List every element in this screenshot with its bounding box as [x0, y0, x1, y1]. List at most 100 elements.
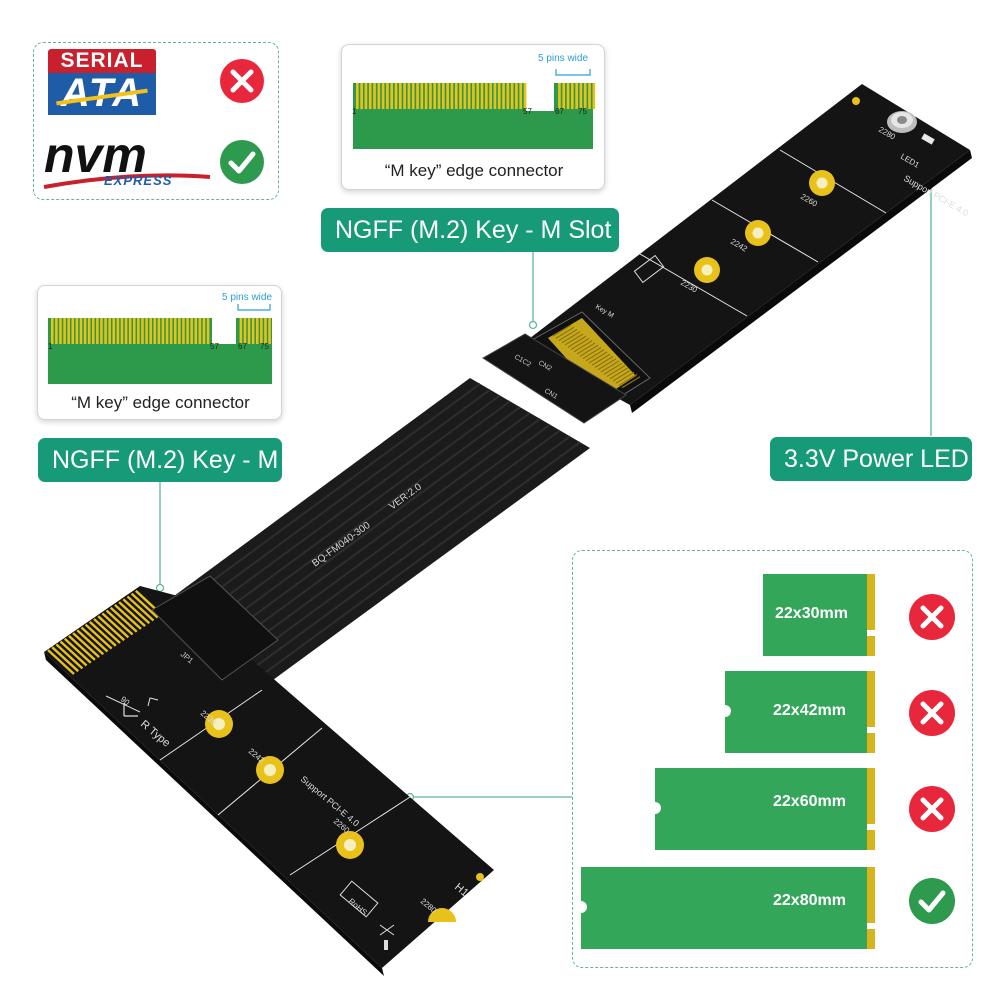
tag-key-m: NGFF (M.2) Key - M: [38, 438, 282, 482]
gold-pin: [394, 83, 398, 109]
pin-number-67: 67: [555, 107, 564, 116]
gold-pin: [174, 318, 177, 344]
sata-logo: SERIAL ATA: [48, 49, 156, 115]
gold-pin: [268, 318, 271, 344]
gold-pin: [157, 318, 161, 344]
gold-pin: [592, 83, 596, 109]
gold-pin: [420, 83, 424, 109]
edge-connector-card-left: 5 pins wide 1 57 67 75 “M key” edge conn…: [37, 285, 282, 420]
gold-pin: [424, 83, 428, 109]
gold-pin: [368, 83, 372, 109]
ssd-22x42: 22x42mm: [719, 671, 879, 753]
ssd-22x60: 22x60mm: [649, 768, 879, 850]
gold-pin: [575, 83, 578, 109]
pin-number-75: 75: [578, 107, 587, 116]
gold-pin: [360, 83, 363, 109]
edge-connector-caption-left: “M key” edge connector: [71, 393, 250, 412]
nvme-logo: nvm EXPRESS: [42, 127, 212, 195]
pin-number-1-left: 1: [48, 342, 53, 351]
gold-pin: [459, 83, 462, 109]
gold-pin: [558, 83, 561, 109]
gold-pin: [186, 318, 189, 344]
gold-pin: [83, 318, 87, 344]
gold-pin: [566, 83, 570, 109]
gold-pin: [153, 318, 157, 344]
gold-pin: [137, 318, 140, 344]
ssd-label-22x80: 22x80mm: [773, 892, 846, 909]
m2-slot: [531, 311, 651, 409]
slot-cable-housing: [482, 333, 627, 424]
gold-pin: [178, 318, 181, 344]
pin-number-57-left: 57: [210, 342, 219, 351]
gold-pin: [446, 83, 449, 109]
gold-pin: [104, 318, 107, 344]
flex-cable: BQ-FM040-300 VER:2.0: [155, 378, 590, 688]
nvme-logo-main: nvm: [44, 127, 147, 183]
gold-pin: [579, 83, 583, 109]
gold-pin: [472, 83, 475, 109]
pins-wide-label-left: 5 pins wide: [222, 292, 273, 303]
gold-pin: [429, 83, 432, 109]
gold-pin: [480, 83, 484, 109]
ssd-label-22x30: 22x30mm: [775, 605, 848, 622]
gold-pin: [247, 318, 251, 344]
gold-pin: [149, 318, 152, 344]
gold-pin: [373, 83, 376, 109]
gold-pin: [112, 318, 116, 344]
check-icon: [909, 878, 955, 924]
gold-pin: [390, 83, 394, 109]
gold-pin: [515, 83, 518, 109]
gold-pin: [588, 83, 591, 109]
ssd-label-22x60: 22x60mm: [773, 793, 846, 810]
pin-number-75-left: 75: [260, 342, 269, 351]
tag-key-m-slot: NGFF (M.2) Key - M Slot: [321, 208, 619, 252]
gold-pin: [416, 83, 419, 109]
gold-pin: [454, 83, 458, 109]
gold-pin: [55, 318, 58, 344]
gold-pin: [120, 318, 124, 344]
gold-pin: [124, 318, 128, 344]
edge-connector-caption: “M key” edge connector: [384, 161, 564, 180]
gold-pin: [403, 83, 406, 109]
gold-pin: [243, 318, 247, 344]
cross-icon: [909, 786, 955, 832]
jp1-connector: [151, 575, 279, 681]
gold-pin: [493, 83, 497, 109]
gold-pin: [510, 83, 514, 109]
edge-connector-diagram-left: [48, 304, 272, 384]
sata-logo-serial: SERIAL: [60, 49, 144, 72]
gold-pin: [489, 83, 492, 109]
gold-pin: [381, 83, 385, 109]
pins-wide-label: 5 pins wide: [538, 53, 589, 64]
gold-pin: [264, 318, 267, 344]
gold-pin: [399, 83, 402, 109]
gold-pin: [133, 318, 136, 344]
gold-pin: [202, 318, 206, 344]
gold-pin: [519, 83, 523, 109]
key-board: RoHS 90 R Type 2230 2242 2260 2280 Suppo…: [44, 586, 494, 976]
gold-pin: [100, 318, 103, 344]
cross-icon: [909, 594, 955, 640]
gold-pin: [51, 318, 54, 344]
gold-pin: [502, 83, 505, 109]
waste-bin-icon: [379, 924, 395, 936]
slot-board: Support PCI-E 4.0 LED1 2280 2260 2242 22…: [521, 84, 972, 413]
gold-pin: [485, 83, 488, 109]
pin-number-67-left: 67: [238, 342, 247, 351]
gold-pin: [433, 83, 437, 109]
gold-pin: [128, 318, 132, 344]
screw-standoff: [887, 111, 917, 133]
gold-pin: [194, 318, 198, 344]
gold-pin: [92, 318, 95, 344]
gold-pin: [206, 318, 210, 344]
gold-pin: [190, 318, 193, 344]
gold-pin: [411, 83, 415, 109]
gold-pin: [364, 83, 368, 109]
gold-pin: [145, 318, 148, 344]
gold-pin: [198, 318, 202, 344]
gold-pin: [450, 83, 454, 109]
gold-pin: [96, 318, 99, 344]
gold-pin: [116, 318, 120, 344]
gold-pin: [476, 83, 480, 109]
